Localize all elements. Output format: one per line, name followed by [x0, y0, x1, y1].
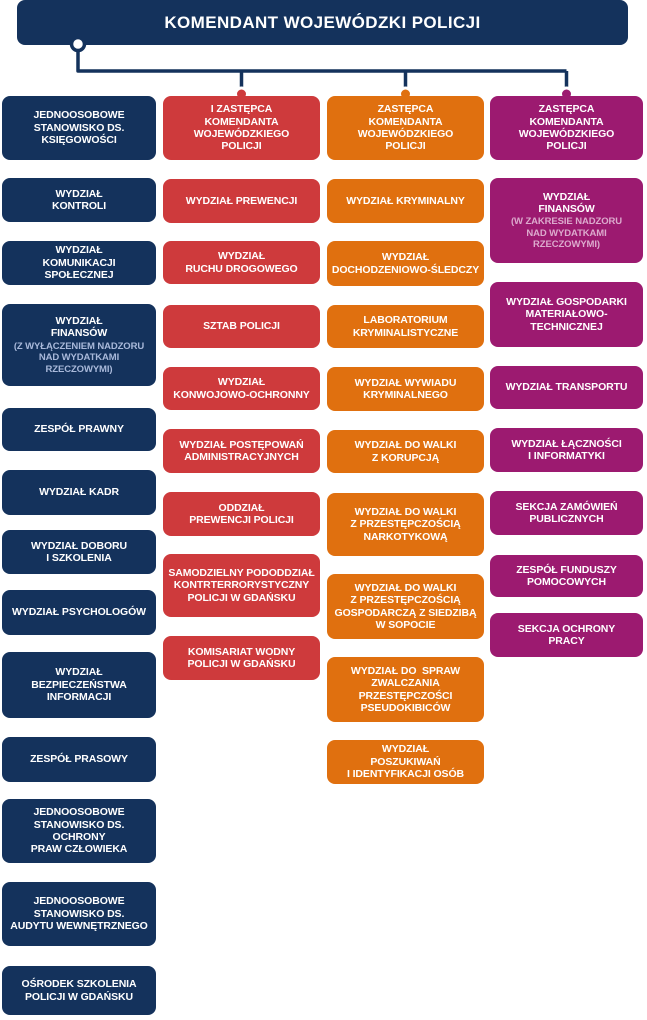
unit-box-wydzial-dochodzeniowo-sledczy: WYDZIAŁ DOCHODZENIOWO-ŚLEDCZY — [327, 241, 484, 286]
unit-box-komisariat-wodny: KOMISARIAT WODNY POLICJI W GDAŃSKU — [163, 636, 320, 680]
unit-box-sekcja-zamowien-publicznych: SEKCJA ZAMÓWIEŃ PUBLICZNYCH — [490, 491, 643, 535]
unit-box-wydzial-do-walki-z-korupcja: WYDZIAŁ DO WALKI Z KORUPCJĄ — [327, 430, 484, 473]
unit-box-wydzial-kryminalny: WYDZIAŁ KRYMINALNY — [327, 179, 484, 223]
unit-box-wydzial-postepowan-administracyjnych: WYDZIAŁ POSTĘPOWAŃ ADMINISTRACYJNYCH — [163, 429, 320, 473]
first-deputy-box: I ZASTĘPCA KOMENDANTA WOJEWÓDZKIEGO POLI… — [163, 96, 320, 160]
unit-box-pododdzial-kontrterrorystyczny: SAMODZIELNY PODODDZIAŁ KONTRTERRORYSTYCZ… — [163, 554, 320, 617]
unit-box-wydzial-transportu: WYDZIAŁ TRANSPORTU — [490, 366, 643, 409]
unit-box-wydzial-wywiadu-kryminalnego: WYDZIAŁ WYWIADU KRYMINALNEGO — [327, 367, 484, 411]
unit-box-jednoosobowe-ksiegowosci: JEDNOOSOBOWE STANOWISKO DS. KSIĘGOWOŚCI — [2, 96, 156, 160]
unit-box-wydzial-pseudokibicow: WYDZIAŁ DO SPRAW ZWALCZANIA PRZESTĘPCZOŚ… — [327, 657, 484, 722]
unit-box-wydzial-komunikacji-spolecznej: WYDZIAŁ KOMUNIKACJI SPOŁECZNEJ — [2, 241, 156, 285]
unit-box-sekcja-ochrony-pracy: SEKCJA OCHRONY PRACY — [490, 613, 643, 657]
unit-box-wydzial-finansow-wylaczenie: WYDZIAŁ FINANSÓW(Z WYŁĄCZENIEM NADZORU N… — [2, 304, 156, 386]
unit-box-wydzial-finansow-nadzor: WYDZIAŁ FINANSÓW(W ZAKRESIE NADZORU NAD … — [490, 178, 643, 263]
deputy-criminal-box: ZASTĘPCA KOMENDANTA WOJEWÓDZKIEGO POLICJ… — [327, 96, 484, 160]
unit-box-wydzial-doboru-i-szkolenia: WYDZIAŁ DOBORU I SZKOLENIA — [2, 530, 156, 574]
unit-box-wydzial-kontroli: WYDZIAŁ KONTROLI — [2, 178, 156, 222]
unit-box-wydzial-psychologow: WYDZIAŁ PSYCHOLOGÓW — [2, 590, 156, 635]
unit-box-zespol-funduszy-pomocowych: ZESPÓŁ FUNDUSZY POMOCOWYCH — [490, 555, 643, 597]
unit-box-wydzial-poszukiwan-identyfikacji: WYDZIAŁ POSZUKIWAŃ I IDENTYFIKACJI OSÓB — [327, 740, 484, 784]
unit-box-wydzial-gospodarki-materialowej: WYDZIAŁ GOSPODARKI MATERIAŁOWO- TECHNICZ… — [490, 282, 643, 347]
deputy-logistics-box: ZASTĘPCA KOMENDANTA WOJEWÓDZKIEGO POLICJ… — [490, 96, 643, 160]
unit-box-wydzial-ruchu-drogowego: WYDZIAŁ RUCHU DROGOWEGO — [163, 241, 320, 284]
unit-box-wydzial-przestepczosc-gospodarcza: WYDZIAŁ DO WALKI Z PRZESTĘPCZOŚCIĄ GOSPO… — [327, 574, 484, 639]
unit-box-jednoosobowe-ochrony-praw-czlowieka: JEDNOOSOBOWE STANOWISKO DS. OCHRONY PRAW… — [2, 799, 156, 863]
unit-box-wydzial-prewencji: WYDZIAŁ PREWENCJI — [163, 179, 320, 223]
unit-box-oddzial-prewencji-policji: ODDZIAŁ PREWENCJI POLICJI — [163, 492, 320, 536]
connector-trunk — [76, 47, 567, 73]
unit-box-osrodek-szkolenia-policji: OŚRODEK SZKOLENIA POLICJI W GDAŃSKU — [2, 966, 156, 1015]
unit-box-sztab-policji: SZTAB POLICJI — [163, 305, 320, 348]
unit-box-jednoosobowe-audytu-wewnetrznego: JEDNOOSOBOWE STANOWISKO DS. AUDYTU WEWNĘ… — [2, 882, 156, 946]
commander-title: KOMENDANT WOJEWÓDZKI POLICJI — [164, 12, 481, 32]
unit-box-wydzial-kadr: WYDZIAŁ KADR — [2, 470, 156, 515]
unit-box-wydzial-bezpieczenstwa-informacji: WYDZIAŁ BEZPIECZEŃSTWA INFORMACJI — [2, 652, 156, 718]
unit-box-zespol-prawny: ZESPÓŁ PRAWNY — [2, 408, 156, 451]
unit-box-subnote: (Z WYŁĄCZENIEM NADZORU NAD WYDATKAMI RZE… — [13, 340, 145, 375]
unit-box-wydzial-przestepczosc-narkotykowa: WYDZIAŁ DO WALKI Z PRZESTĘPCZOŚCIĄ NARKO… — [327, 493, 484, 556]
unit-box-laboratorium-kryminalistyczne: LABORATORIUM KRYMINALISTYCZNE — [327, 305, 484, 348]
unit-box-wydzial-lacznosci-informatyki: WYDZIAŁ ŁĄCZNOŚCI I INFORMATYKI — [490, 428, 643, 472]
unit-box-zespol-prasowy: ZESPÓŁ PRASOWY — [2, 737, 156, 782]
commander-box: KOMENDANT WOJEWÓDZKI POLICJI — [17, 0, 628, 45]
unit-box-subnote: (W ZAKRESIE NADZORU NAD WYDATKAMI RZECZO… — [510, 216, 623, 251]
unit-box-wydzial-konwojowo-ochronny: WYDZIAŁ KONWOJOWO-OCHRONNY — [163, 367, 320, 410]
